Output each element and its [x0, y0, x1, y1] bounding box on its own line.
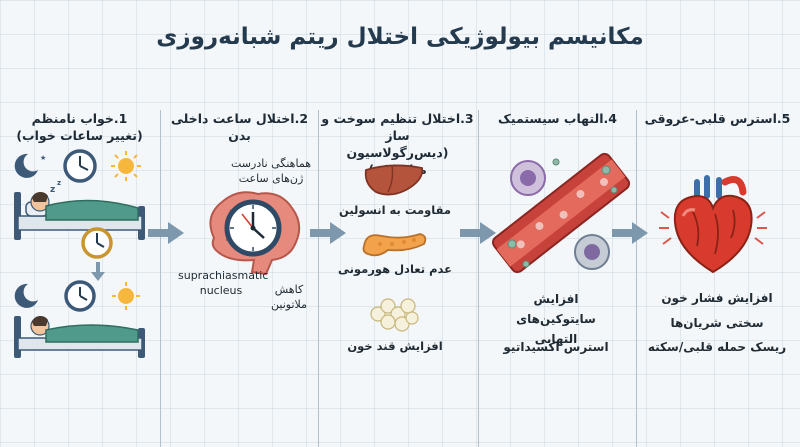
column-divider: [478, 110, 479, 447]
column-divider: [636, 110, 637, 447]
sleep-scene-bottom: [14, 280, 145, 358]
inflamed-vessel-icon: [491, 152, 631, 274]
high-blood-pressure-label: افزایش فشار خون: [661, 291, 773, 305]
heart-icon: [659, 175, 767, 274]
step-1-title: 1.خواب نامنظم: [31, 111, 128, 126]
svg-text:z: z: [50, 185, 55, 195]
sun-icon: [112, 282, 140, 310]
melatonin-label: کاهش ملاتونین: [271, 283, 307, 311]
column-divider: [318, 110, 319, 447]
step-3-title: 3.اختلال تنظیم سوخت و ساز: [321, 111, 474, 143]
column-divider: [160, 110, 161, 447]
pancreas-icon: [362, 233, 427, 257]
cytokine-cell-icon: [510, 160, 546, 196]
svg-text:★: ★: [40, 154, 46, 162]
clock-genes-label: هماهنگی نادرست ژن‌های ساعت: [230, 157, 311, 185]
liver-icon: [364, 164, 424, 196]
step-1-subtitle: (تغییر ساعات خواب): [16, 128, 143, 143]
step-4-title: 4.التهاب سیستمیک: [498, 111, 617, 126]
moon-icon: ★: [14, 153, 46, 178]
hormonal-imbalance-label: عدم تعادل هورمونی: [337, 262, 453, 276]
brain-clock-icon: [209, 191, 301, 276]
step-1-heading: 1.خواب نامنظم (تغییر ساعات خواب): [2, 110, 157, 144]
svg-text:z: z: [57, 179, 61, 187]
step-5-title: 5.استرس قلبی-عروقی: [644, 111, 791, 126]
page-title: مکانیسم بیولوژیکی اختلال ریتم شبانه‌روزی: [156, 24, 644, 50]
scn-label: suprachiasmatic nucleus: [178, 269, 269, 297]
flow-arrow-icon: [148, 222, 184, 244]
step-2-subtitle: بدن: [228, 128, 251, 143]
arterial-stiffness-label: سختی شریان‌ها: [670, 316, 764, 330]
blood-sugar-icon: [370, 298, 419, 332]
bed-icon: [14, 315, 145, 358]
step-2-heading: 2.اختلال ساعت داخلی بدن: [162, 110, 317, 144]
clock-icon: [81, 227, 113, 259]
cytokines-label: افزایش سایتوکین‌های التهابی: [516, 292, 596, 346]
heart-attack-stroke-risk-label: ریسک حمله قلبی/سکته: [647, 340, 787, 354]
oxidative-stress-label: استرس اکسیداتیو: [503, 340, 609, 354]
step-5-heading: 5.استرس قلبی-عروقی: [640, 110, 795, 127]
step-4-heading: 4.التهاب سیستمیک: [480, 110, 635, 127]
arrow-down-icon: [91, 262, 105, 281]
clock-icon: [64, 280, 96, 312]
moon-icon: [14, 283, 38, 308]
sun-icon: [111, 151, 141, 181]
flow-arrow-icon: [612, 222, 648, 244]
flow-arrow-icon: [460, 222, 496, 244]
insulin-resistance-label: مقاومت به انسولین: [339, 203, 451, 217]
clock-icon: [63, 149, 97, 183]
high-blood-sugar-label: افزایش قند خون: [347, 339, 443, 353]
flow-arrow-icon: [310, 222, 346, 244]
sleep-scene-top: ★ z z: [14, 149, 145, 240]
step-2-title: 2.اختلال ساعت داخلی: [170, 111, 309, 126]
bed-icon: z z: [14, 179, 145, 240]
cytokine-cell-icon: [574, 234, 610, 270]
